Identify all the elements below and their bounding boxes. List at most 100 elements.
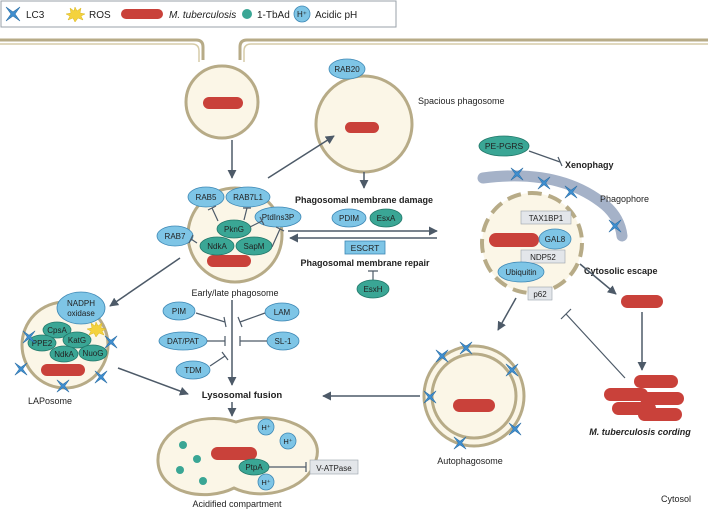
legend: LC3 ROS M. tuberculosis 1-TbAd H⁺ Acidic… (0, 0, 397, 28)
legend-acidic-symbol: H⁺ (297, 10, 307, 19)
early-late-phagosome-label: Early/late phagosome (191, 288, 278, 298)
ppe2-protein (27, 334, 57, 352)
esxh-protein (356, 279, 390, 299)
v-atpase-box (309, 459, 359, 475)
early-late-phagosome: RAB5 RAB7L1 RAB7 PtdIns3P PknG NdkA SapM (156, 186, 302, 284)
lam-label: LAM (274, 308, 291, 317)
nadph-oxidase (56, 291, 106, 325)
h-plus-label: H⁺ (261, 423, 270, 432)
mtb-bacterium (203, 97, 243, 109)
tdm-label: TDM (184, 366, 202, 375)
escrt-label: ESCRT (351, 243, 380, 253)
escrt-complex (344, 240, 386, 255)
rab5-label: RAB5 (196, 193, 217, 202)
arrow-laposome-to-fusion (117, 367, 189, 396)
legend-mtb-label: M. tuberculosis (169, 10, 236, 21)
ndka-protein (49, 345, 79, 363)
tbad-particle (179, 441, 187, 449)
tbad-particle (193, 455, 201, 463)
mtb-bacterium (211, 447, 257, 460)
mtb-bacterium (453, 399, 495, 412)
ros-icon (65, 6, 86, 23)
phagophore-label: Phagophore (600, 194, 649, 204)
ndp52-label: NDP52 (530, 253, 556, 262)
pim-label: PIM (172, 307, 187, 316)
ndka-label: NdkA (207, 242, 227, 251)
autophagosome-label: Autophagosome (437, 456, 503, 466)
mtb-bacterium (207, 255, 251, 267)
mtb-bacterium (489, 233, 539, 247)
mtb-cording (604, 375, 684, 421)
lc3-icon (14, 362, 28, 376)
ndka-protein (199, 236, 235, 256)
acidic-ph-icon (293, 5, 311, 23)
ndka-label: NdkA (54, 350, 74, 359)
esxh-label: EsxH (363, 285, 382, 294)
gal8-protein (538, 228, 572, 250)
plasma-membrane (0, 38, 708, 60)
pkng-label: PknG (224, 225, 244, 234)
gal8-label: GAL8 (545, 235, 566, 244)
cytosol-label: Cytosol (661, 494, 691, 504)
rab7l1-label: RAB7L1 (233, 193, 263, 202)
lysosomal-fusion-label: Lysosomal fusion (202, 390, 283, 401)
acidified-compartment: H⁺ H⁺ H⁺ PtpA (156, 416, 319, 497)
esxa-protein (369, 208, 403, 228)
cording-label: M. tuberculosis cording (589, 427, 691, 437)
pdim-label: PDIM (339, 214, 359, 223)
cording-inhibition (560, 308, 626, 379)
nuog-label: NuoG (83, 349, 104, 358)
tax1bp1-label: TAX1BP1 (529, 214, 564, 223)
acidified-compartment-label: Acidified compartment (192, 499, 282, 509)
p62-box (527, 286, 553, 301)
ndp52-box (520, 249, 566, 264)
spacious-phagosome: RAB20 (314, 58, 414, 174)
legend-ros-label: ROS (89, 10, 111, 21)
ppe2-label: PPE2 (32, 339, 53, 348)
ptdins3p-molecule (254, 206, 302, 228)
rab7-label: RAB7 (165, 232, 186, 241)
pe-pgrs-protein (478, 135, 530, 157)
mtb-icon (121, 9, 163, 19)
membrane-repair-label: Phagosomal membrane repair (300, 258, 430, 268)
katg-label: KatG (68, 336, 86, 345)
tdm-molecule (175, 360, 211, 380)
cpsa-label: CpsA (47, 326, 67, 335)
ptpa-label: PtpA (245, 463, 263, 472)
arrow-to-escape-bacterium (579, 263, 617, 295)
tbad-icon (242, 9, 252, 19)
h-plus-label: H⁺ (283, 437, 292, 446)
acidic-ph-icon (257, 473, 275, 491)
entry-phagosome (184, 64, 260, 140)
legend-tbad-label: 1-TbAd (257, 10, 290, 21)
acidic-ph-icon (257, 418, 275, 436)
lam-molecule (264, 302, 300, 322)
nadph-label: NADPH (67, 299, 95, 308)
pim-molecule (162, 301, 196, 321)
tbad-particle (199, 477, 207, 485)
esxa-label: EsxA (377, 214, 396, 223)
acidic-ph-icon (279, 432, 297, 450)
ptpa-inhibition (269, 462, 307, 472)
pdim-molecule (331, 208, 367, 228)
spacious-phagosome-label: Spacious phagosome (418, 96, 505, 106)
cytosolic-escape-label: Cytosolic escape (584, 266, 658, 276)
membrane-damage-label: Phagosomal membrane damage (295, 195, 433, 205)
rab20-label: RAB20 (334, 65, 360, 74)
legend-lc3-label: LC3 (26, 10, 45, 21)
h-plus-label: H⁺ (261, 478, 270, 487)
laposome-label: LAPosome (28, 396, 72, 406)
lipid-inhibition-lines (195, 312, 267, 367)
ptdins3p-label: PtdIns3P (262, 213, 294, 222)
xenophagy-label: Xenophagy (565, 160, 614, 170)
ubiquitin-molecule (497, 261, 545, 283)
pe-pgrs-inhibition (528, 150, 563, 167)
arrow-to-laposome (109, 257, 181, 307)
sapm-label: SapM (244, 242, 265, 251)
oxidase-label: oxidase (67, 309, 95, 318)
pkng-protein (216, 219, 252, 239)
mtb-bacterium (41, 364, 85, 376)
v-atpase-label: V-ATPase (316, 464, 352, 473)
